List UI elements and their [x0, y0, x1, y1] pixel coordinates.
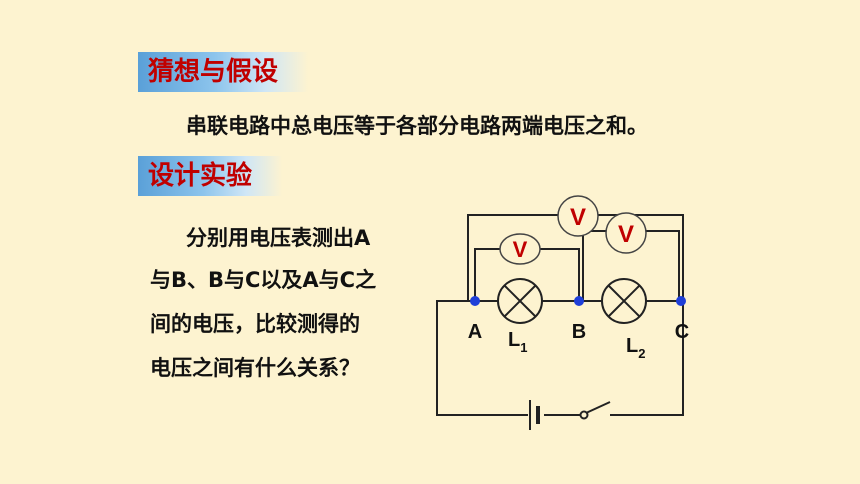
voltmeter-ab-symbol: V	[513, 237, 528, 262]
lamp-l2-icon	[601, 278, 647, 324]
voltmeter-ab-icon: V	[499, 233, 541, 265]
lamp-l2-label: L2	[626, 335, 645, 361]
battery-icon	[529, 400, 540, 430]
lamp-l1-label: L1	[508, 329, 527, 355]
node-b-label: B	[572, 321, 586, 343]
hypothesis-text: 串联电路中总电压等于各部分电路两端电压之和。	[186, 114, 648, 138]
lamp-l1-icon	[497, 278, 543, 324]
main-circuit-wires	[436, 300, 684, 416]
node-b-dot	[574, 296, 584, 306]
node-c-label: C	[675, 321, 689, 343]
question-line-4: 电压之间有什么关系？	[150, 356, 360, 380]
voltmeter-bc-symbol: V	[618, 221, 634, 248]
section-title-experiment: 设计实验	[138, 156, 282, 196]
circuit-diagram: V V V A B C L1 L2	[436, 195, 689, 430]
voltmeter-ac-symbol: V	[570, 204, 586, 231]
question-line-2: 与B、B与C以及A与C之	[150, 268, 377, 292]
question-line-1: 分别用电压表测出A	[186, 226, 371, 250]
question-line-3: 间的电压，比较测得的	[150, 312, 360, 336]
node-a-dot	[470, 296, 480, 306]
node-c-dot	[676, 296, 686, 306]
voltmeter-ac-icon: V	[557, 195, 599, 237]
switch-icon	[579, 401, 611, 420]
voltmeter-bc-icon: V	[605, 212, 647, 254]
voltmeter-wires	[467, 214, 684, 301]
section-title-hypothesis: 猜想与假设	[138, 52, 308, 92]
node-a-label: A	[468, 321, 482, 343]
